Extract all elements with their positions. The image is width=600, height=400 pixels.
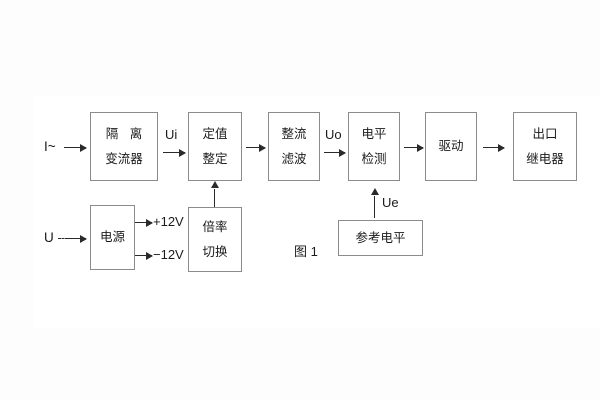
block-rectifier-filter[interactable]: 整流 滤波 [268,112,320,181]
lead-voltage-dash [58,238,68,239]
block-power-supply-line1: 电源 [99,230,125,245]
block-rectifier-filter-line1: 整流 [281,127,307,141]
arrow-level-to-driver [404,143,424,152]
arrow-current-input [64,143,87,152]
signal-ue-label: Ue [382,195,399,210]
block-reference-level-line1: 参考电平 [355,230,406,245]
arrow-rail-negative [135,251,153,260]
block-multiplier-switch[interactable]: 倍率 切换 [188,207,242,272]
signal-uo-label: Uo [325,127,342,142]
block-setting-adjustment-line1: 定值 [202,127,228,141]
input-voltage-label: U [44,230,54,245]
block-level-detection-line1: 电平 [361,127,387,141]
figure-caption: 图 1 [294,244,318,259]
signal-ui-label: Ui [165,127,178,142]
block-isolating-transformer-line2: 变流器 [105,151,143,166]
block-setting-adjustment[interactable]: 定值 整定 [188,112,242,181]
arrow-rail-positive [135,218,153,227]
block-power-supply[interactable]: 电源 [90,205,135,270]
block-multiplier-switch-line2: 切换 [202,244,228,259]
block-level-detection-line2: 检测 [361,151,387,166]
block-rectifier-filter-line2: 滤波 [281,151,307,166]
arrow-uo [324,148,346,157]
block-isolating-transformer[interactable]: 隔 离 变流器 [90,112,158,181]
block-setting-adjustment-line2: 整定 [202,151,228,166]
arrow-multiplier-to-setting [210,181,219,207]
arrow-reference-to-level [370,188,379,218]
block-output-relay-line2: 继电器 [526,151,564,166]
block-level-detection[interactable]: 电平 检测 [348,112,400,181]
block-output-relay-line1: 出口 [532,127,558,141]
arrow-setting-to-rectifier [246,143,266,152]
rail-positive-label: +12V [153,214,184,229]
block-reference-level[interactable]: 参考电平 [338,220,423,256]
rail-negative-label: −12V [153,247,184,262]
arrow-ui [163,148,186,157]
block-driver-line1: 驱动 [438,139,464,154]
arrow-driver-to-relay [483,143,505,152]
input-current-label: I~ [44,139,56,154]
block-isolating-transformer-line1: 隔 离 [105,127,147,141]
arrow-voltage-input [68,234,87,243]
block-multiplier-switch-line1: 倍率 [202,220,228,234]
block-output-relay[interactable]: 出口 继电器 [513,112,577,181]
block-driver[interactable]: 驱动 [425,112,477,181]
